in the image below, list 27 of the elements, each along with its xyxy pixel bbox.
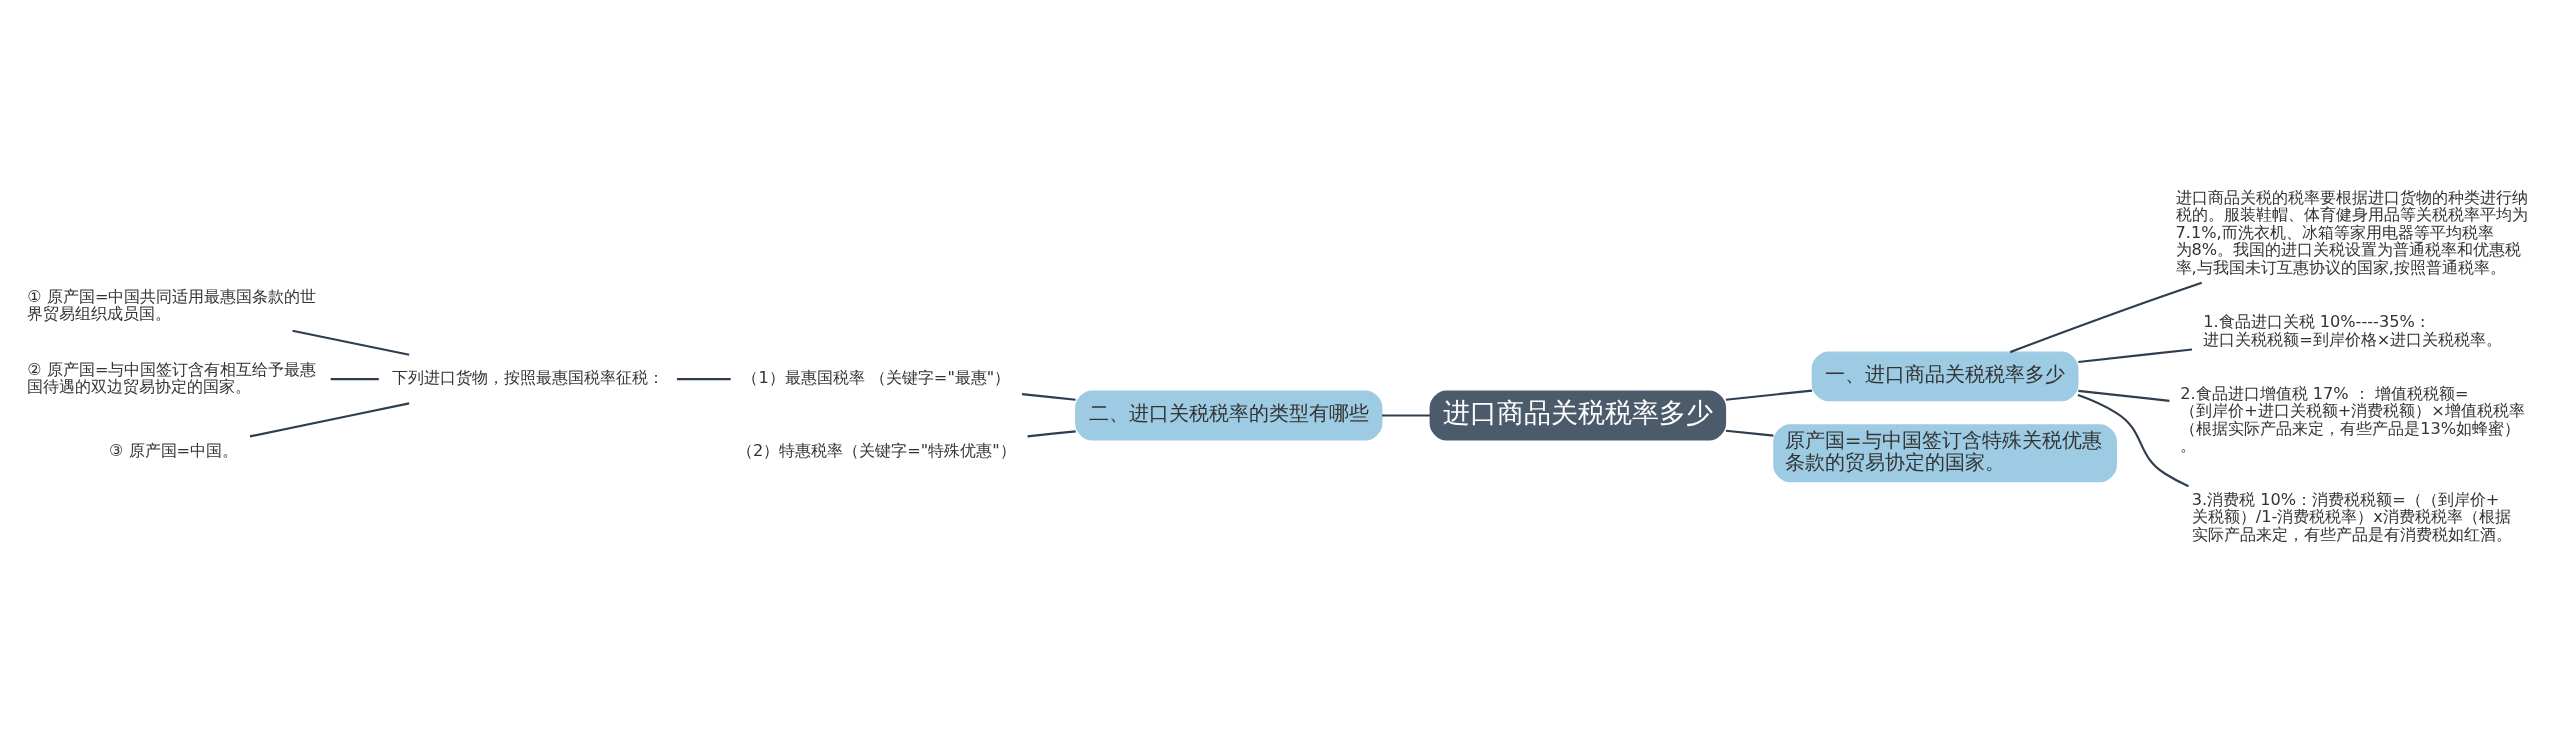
connector xyxy=(1382,413,1431,417)
node-box: 二、进口关税税率的类型有哪些 xyxy=(1075,390,1383,440)
node-text: ③ 原产国=中国。 xyxy=(108,440,239,460)
node-box: 进口商品关税税率多少 xyxy=(1429,390,1727,440)
node-text: （1）最惠国税率 （关键字="最惠"） xyxy=(742,367,1011,387)
node-text: 下列进口货物，按照最惠国税率征税： xyxy=(392,367,664,387)
connector xyxy=(1021,392,1076,401)
node-text: 2.食品进口增值税 17% ： 增值税税额=（到岸价+进口关税额+消费税额）×增值税税率（根据实际产品来定，有些产品是13%如蜂蜜）。 xyxy=(2180,383,2525,455)
connector xyxy=(2078,347,2193,363)
node-text: 进口商品关税的税率要根据进口货物的种类进行纳税的。服装鞋帽、体育健身用品等关税税率平均为7.1%,而洗衣机、冰箱等家用电器等平均税率为8%。我国的进口关税设置为普通税率和优惠税率,与我国未订互惠协议的国家,按照普通税率。 xyxy=(2175,187,2528,277)
connector xyxy=(249,401,410,437)
node-text: （2）特惠税率（关键字="特殊优惠"） xyxy=(737,440,1016,460)
connector xyxy=(1725,429,1774,437)
connector xyxy=(1027,429,1076,437)
node-text: 1.食品进口关税 10%----35% : 进口关税税额=到岸价格×进口关税税率。 xyxy=(2203,311,2503,349)
connector xyxy=(2009,281,2203,353)
node-text: 3.消费税 10%：消费税税额=（（到岸价+关税额）/1-消费税税率）x消费税税率（根据实际产品来定，有些产品是有消费税如红酒。 xyxy=(2191,489,2512,544)
node-box: 一、进口商品关税税率多少 xyxy=(1811,351,2079,401)
connector xyxy=(2078,389,2170,402)
connector xyxy=(676,377,731,380)
connector xyxy=(2077,393,2189,487)
connector xyxy=(330,377,379,380)
node-text: ② 原产国=与中国签订含有相互给予最惠国待遇的双边贸易协定的国家。 xyxy=(27,359,317,396)
connector xyxy=(1725,389,1813,401)
node-text: ① 原产国=中国共同适用最惠国条款的世界贸易组织成员国。 xyxy=(27,286,317,323)
node-box: 原产国=与中国签订含特殊关税优惠条款的贸易协定的国家。 xyxy=(1773,423,2117,482)
connector xyxy=(292,329,410,356)
